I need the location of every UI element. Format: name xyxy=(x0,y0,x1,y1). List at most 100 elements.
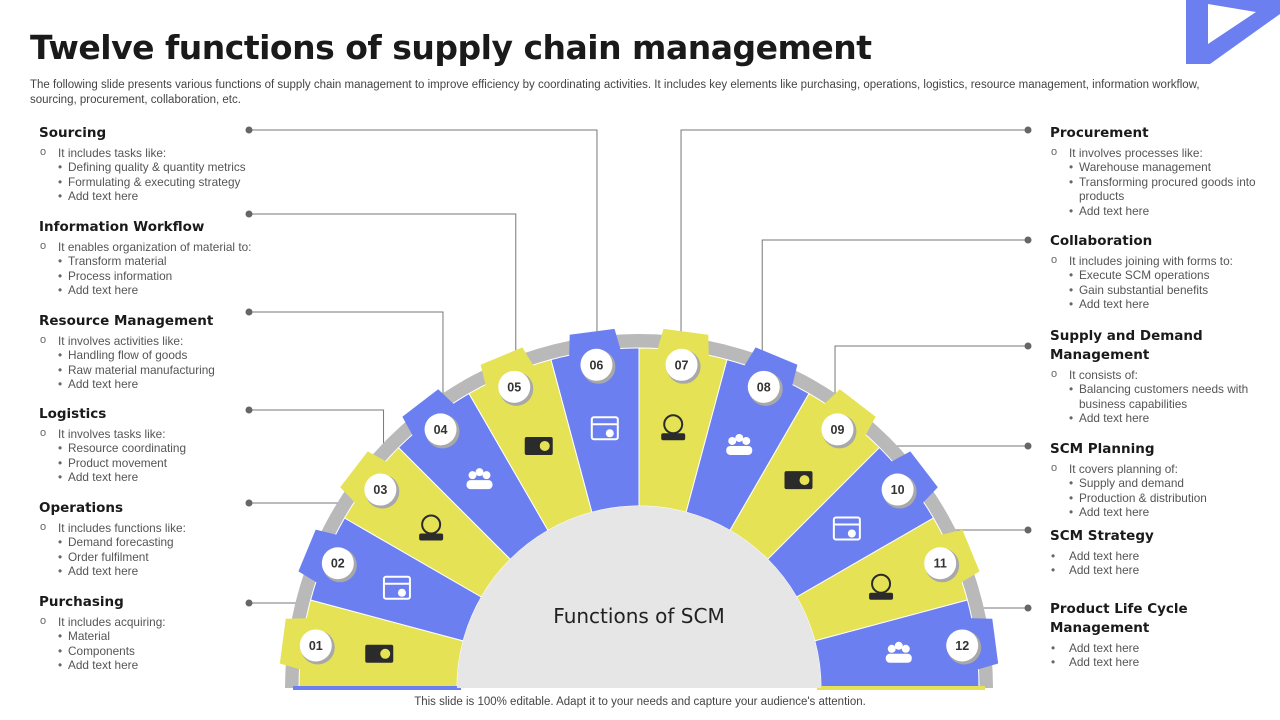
number-badge xyxy=(580,348,613,381)
badge-number-label: 05 xyxy=(507,380,521,394)
connector-dot xyxy=(245,126,253,134)
badge-number-label: 07 xyxy=(675,358,689,372)
connector-line xyxy=(249,129,598,369)
list-item: Add text here xyxy=(1051,563,1265,578)
list-item: Balancing customers needs with business … xyxy=(1069,382,1265,411)
information-workflow-block: Information Workflow It enables organiza… xyxy=(39,218,269,298)
block-title: SCM Strategy xyxy=(1050,528,1154,544)
list-item: Defining quality & quantity metrics xyxy=(58,160,269,175)
connector-dot xyxy=(1024,236,1032,244)
block-intro: It involves tasks like: xyxy=(39,426,269,441)
list-item: Product movement xyxy=(58,456,269,471)
connector-dot xyxy=(245,308,253,316)
segment-tab xyxy=(279,618,311,671)
number-badge xyxy=(299,629,332,662)
segment-tab xyxy=(480,347,536,389)
product-life-cycle-block: Product Life Cycle Management Add text h… xyxy=(1050,600,1265,670)
network-people-icon xyxy=(726,433,753,455)
connector-dot xyxy=(1024,604,1032,612)
list-item: Add text here xyxy=(1069,411,1265,426)
page-description: The following slide presents various fun… xyxy=(30,79,1200,106)
center-label: Functions of SCM xyxy=(553,604,724,628)
segment-tab xyxy=(402,389,457,439)
number-badge xyxy=(946,629,979,662)
number-badge xyxy=(321,547,354,580)
connector-dot xyxy=(245,599,253,607)
number-badge xyxy=(881,473,914,506)
block-title: Information Workflow xyxy=(39,219,205,235)
logistics-block: Logistics It involves tasks like: Resour… xyxy=(39,405,269,485)
base-strip-left xyxy=(293,686,461,690)
connector-dot xyxy=(245,406,253,414)
process-flow-icon xyxy=(524,436,553,455)
operations-block: Operations It includes functions like: D… xyxy=(39,499,269,579)
block-title: Logistics xyxy=(39,406,107,422)
segment-tab xyxy=(298,529,340,585)
block-title: SCM Planning xyxy=(1050,441,1155,457)
money-flow-icon xyxy=(365,644,394,663)
footer-note: This slide is 100% editable. Adapt it to… xyxy=(414,696,866,708)
connector-dot xyxy=(1024,526,1032,534)
connector-line xyxy=(249,213,517,391)
number-badge xyxy=(498,370,531,403)
connector-dot xyxy=(1024,442,1032,450)
block-title: Operations xyxy=(39,500,124,516)
list-item: Components xyxy=(58,644,269,659)
list-item: Add text here xyxy=(1051,549,1265,564)
segment-tab xyxy=(340,451,390,506)
block-intro: It covers planning of: xyxy=(1050,461,1265,476)
purchasing-block: Purchasing It includes acquiring: Materi… xyxy=(39,593,269,673)
segment-tab xyxy=(656,328,709,360)
segment-tab xyxy=(742,347,798,389)
list-item: Order fulfilment xyxy=(58,550,269,565)
connector-line xyxy=(761,239,1028,391)
handshake-icon xyxy=(661,414,686,441)
segment-tab xyxy=(938,529,980,585)
list-item: Demand forecasting xyxy=(58,535,269,550)
list-item: Add text here xyxy=(58,470,269,485)
list-item: Add text here xyxy=(1051,655,1265,670)
list-item: Supply and demand xyxy=(1069,476,1265,491)
block-intro: It includes tasks like: xyxy=(39,145,269,160)
idea-bulb-icon xyxy=(590,416,619,441)
cycle-people-icon xyxy=(885,641,912,663)
team-icon xyxy=(466,468,493,490)
block-intro: It includes joining with forms to: xyxy=(1050,253,1265,268)
connector-dot xyxy=(245,210,253,218)
segment-tab xyxy=(821,389,876,439)
badge-number-label: 04 xyxy=(434,423,448,437)
chart-list-icon xyxy=(784,471,813,490)
block-intro: It consists of: xyxy=(1050,367,1265,382)
list-item: Resource coordinating xyxy=(58,441,269,456)
list-item: Warehouse management xyxy=(1069,160,1265,175)
list-item: Material xyxy=(58,629,269,644)
badge-number-label: 02 xyxy=(331,557,345,571)
segment-tab xyxy=(569,328,622,360)
segment-tab xyxy=(888,451,938,506)
scm-planning-block: SCM Planning It covers planning of: Supp… xyxy=(1050,440,1265,520)
list-item: Raw material manufacturing xyxy=(58,363,269,378)
list-item: Add text here xyxy=(58,377,269,392)
scm-strategy-block: SCM Strategy Add text here Add text here xyxy=(1050,527,1265,578)
badge-number-label: 10 xyxy=(891,483,905,497)
list-item: Formulating & executing strategy xyxy=(58,175,269,190)
block-title: Supply and Demand Management xyxy=(1050,328,1203,363)
block-title: Resource Management xyxy=(39,313,214,329)
procurement-block: Procurement It involves processes like: … xyxy=(1050,124,1265,218)
list-item: Process information xyxy=(58,269,269,284)
list-item: Add text here xyxy=(1069,505,1265,520)
badge-number-label: 08 xyxy=(757,380,771,394)
badge-number-label: 12 xyxy=(955,639,969,653)
list-item: Add text here xyxy=(1069,297,1265,312)
connector-line xyxy=(249,311,444,433)
base-strip-right xyxy=(817,686,985,690)
list-item: Add text here xyxy=(58,283,269,298)
number-badge xyxy=(747,370,780,403)
block-title: Purchasing xyxy=(39,594,124,610)
supply-demand-management-block: Supply and Demand Management It consists… xyxy=(1050,327,1265,426)
list-item: Add text here xyxy=(58,658,269,673)
number-badge xyxy=(821,413,854,446)
list-item: Execute SCM operations xyxy=(1069,268,1265,283)
clipboard-icon xyxy=(869,573,894,600)
